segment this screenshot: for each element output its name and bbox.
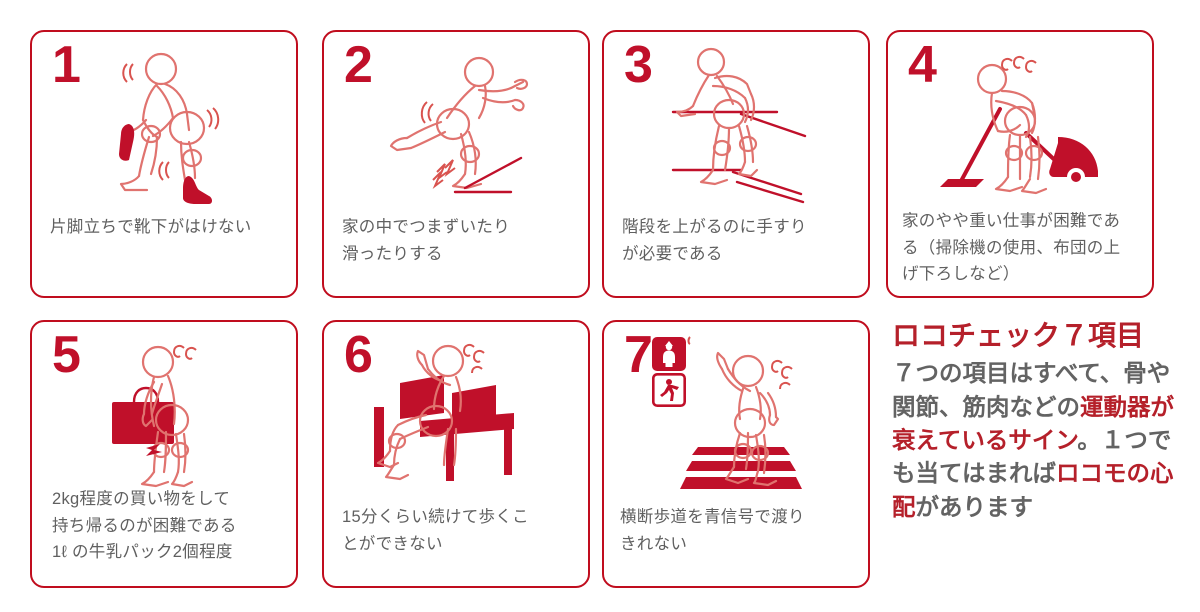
check-card-3: 3	[602, 30, 870, 298]
card-number-7: 7	[624, 326, 653, 384]
card-caption-7: 横断歩道を青信号で渡り きれない	[620, 508, 805, 553]
summary-highlight-text: ロコモの心配	[892, 460, 1174, 520]
check-card-7: 7	[602, 320, 870, 588]
check-card-4: 4	[886, 30, 1154, 298]
card-number-3: 3	[624, 36, 653, 94]
traffic-signal-icon	[651, 336, 686, 407]
card-caption-4: 家のやや重い仕事が困難であ る（掃除機の使用、布団の上 げ下ろしなど）	[902, 212, 1121, 284]
summary-highlight-text: 運動器が衰えているサイン	[892, 393, 1174, 454]
summary-panel: ロコチェック７項目 ７つの項目はすべて、骨や関節、筋肉などの運動器が衰えているサ…	[892, 320, 1192, 600]
summary-title: ロコチェック７項目	[892, 320, 1145, 351]
card-caption-2: 家の中でつまずいたり 滑ったりする	[342, 218, 510, 263]
check-card-2: 2	[322, 30, 590, 298]
card-number-2: 2	[344, 36, 373, 94]
summary-plain-text: ７つの項目はすべて、骨や関節、筋肉などの	[892, 360, 1171, 420]
card-number-1: 1	[52, 36, 81, 94]
card-caption-6: 15分くらい続けて歩くこ とができない	[342, 508, 529, 553]
check-card-1: 1	[30, 30, 298, 298]
card-caption-5: 2kg程度の買い物をして 持ち帰るのが困難である 1ℓ の牛乳パック2個程度	[52, 490, 237, 562]
card-caption-1: 片脚立ちで靴下がはけない	[50, 218, 252, 236]
card-caption-3: 階段を上がるのに手すり が必要である	[622, 218, 807, 263]
check-card-5: 5	[30, 320, 298, 588]
summary-plain-text: 。１つでも当てはまれば	[892, 427, 1172, 487]
summary-plain-text: があります	[915, 493, 1034, 520]
check-card-6: 6	[322, 320, 590, 588]
card-number-4: 4	[908, 36, 937, 94]
card-number-6: 6	[344, 326, 373, 384]
card-number-5: 5	[52, 326, 81, 384]
summary-body: ７つの項目はすべて、骨や関節、筋肉などの運動器が衰えているサイン。１つでも当ては…	[892, 357, 1192, 524]
